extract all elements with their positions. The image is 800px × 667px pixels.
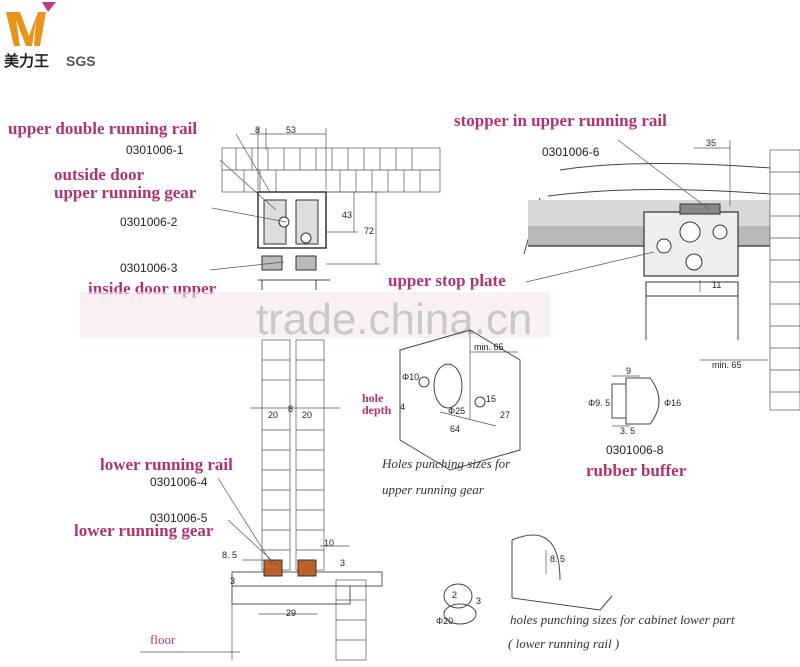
caption-holes-lower-1: holes punching sizes for cabinet lower p… <box>510 612 735 627</box>
dim-8-top: 8 <box>255 125 260 135</box>
dim-53: 53 <box>286 125 296 135</box>
code-0301006-6: 0301006-6 <box>542 145 600 159</box>
watermark-text: trade.china.cn <box>256 295 532 344</box>
caption-holes-upper-2: upper running gear <box>382 482 485 497</box>
label-hole: hole <box>362 391 384 405</box>
label-depth: depth <box>362 403 392 417</box>
code-0301006-3: 0301006-3 <box>120 261 178 275</box>
code-0301006-8: 0301006-8 <box>606 443 664 457</box>
label-lower-running-rail: lower running rail <box>100 455 233 474</box>
dim-3-lower: 3 <box>476 596 481 606</box>
code-0301006-5: 0301006-5 <box>150 511 208 525</box>
dim-72: 72 <box>364 226 374 236</box>
caption-holes-upper-1: Holes punching sizes for <box>381 456 511 471</box>
logo: 美力王 SGS <box>4 2 96 70</box>
dim-27: 27 <box>500 410 510 420</box>
dim-43: 43 <box>342 210 352 220</box>
caption-holes-lower-2: ( lower running rail ) <box>508 636 619 651</box>
code-0301006-1: 0301006-1 <box>126 143 184 157</box>
brand-chinese-text: 美力王 <box>4 52 49 70</box>
label-lower-running-gear: lower running gear <box>74 521 214 540</box>
dim-9: 9 <box>626 366 631 376</box>
label-stopper: stopper in upper running rail <box>454 111 667 130</box>
dim-min65-center: min. 65 <box>474 342 504 352</box>
label-upper-running-gear: upper running gear <box>54 183 197 202</box>
dim-phi16: Φ16 <box>664 398 681 408</box>
label-outside-door: outside door <box>54 165 145 184</box>
dim-phi10: Φ10 <box>402 372 419 382</box>
door-columns <box>261 339 325 571</box>
m-logo-icon <box>6 2 56 46</box>
dim-35: 35 <box>706 138 716 148</box>
dim-29: 29 <box>286 608 296 618</box>
dim-3-left: 3 <box>230 576 235 586</box>
dim-20-left: 20 <box>268 410 278 420</box>
code-0301006-4: 0301006-4 <box>150 475 208 489</box>
dim-phi25: Φ25 <box>448 406 465 416</box>
lower-rail-section <box>140 477 383 661</box>
dim-3-right: 3 <box>340 558 345 568</box>
dim-phi9-5: Φ9. 5 <box>588 398 610 408</box>
label-upper-double-running-rail: upper double running rail <box>8 119 197 138</box>
dim-8-5-right: 8. 5 <box>550 554 565 564</box>
dim-20-right: 20 <box>302 410 312 420</box>
code-0301006-2: 0301006-2 <box>120 215 178 229</box>
holes-lower-drawing <box>443 534 613 625</box>
dim-64: 64 <box>450 424 460 434</box>
label-rubber-buffer: rubber buffer <box>586 461 687 480</box>
dim-2: 2 <box>452 590 457 600</box>
dim-4: 4 <box>400 402 405 412</box>
holes-upper-drawing <box>399 329 521 471</box>
upper-rail-section: 8 53 43 72 <box>209 125 441 290</box>
stopper-section: 35 11 min. 65 <box>523 138 800 411</box>
dim-8-5-left: 8. 5 <box>222 550 237 560</box>
dim-11: 11 <box>712 280 721 290</box>
dim-15: 15 <box>486 394 496 404</box>
dim-phi20: Φ20 <box>436 616 453 626</box>
label-floor: floor <box>150 632 176 647</box>
label-upper-stop-plate: upper stop plate <box>388 271 506 290</box>
sgs-text: SGS <box>66 53 96 69</box>
dim-min65-right: min. 65 <box>712 360 742 370</box>
dim-3-5: 3. 5 <box>620 426 635 436</box>
rubber-buffer-drawing <box>611 375 660 427</box>
dim-8-mid: 8 <box>288 404 293 414</box>
dim-10: 10 <box>324 538 334 548</box>
